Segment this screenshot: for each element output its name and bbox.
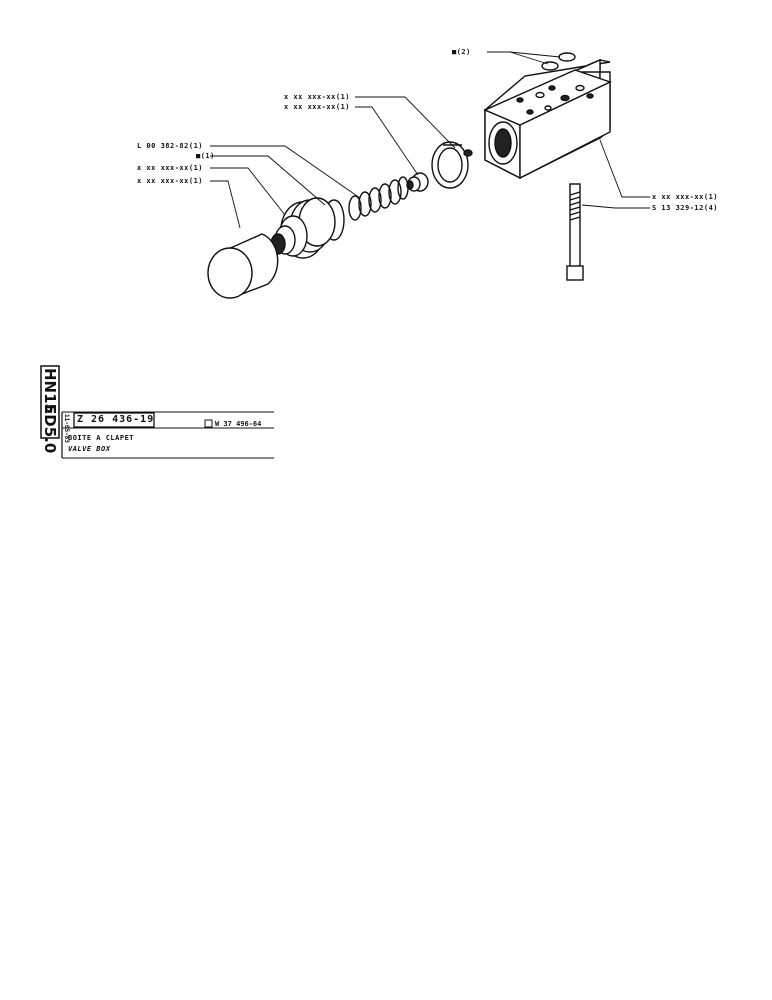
callout-spring: L 00 382-82(1)	[137, 142, 204, 150]
reference-number: W 37 496-64	[215, 420, 262, 428]
callout-part-c: x xx xxx-xx(1)	[137, 164, 204, 172]
callout-seal: ■(1)	[196, 152, 215, 160]
spring	[348, 176, 409, 221]
callout-body: x xx xxx-xx(1)	[652, 193, 719, 201]
callout-part-d: x xx xxx-xx(1)	[137, 177, 204, 185]
valve-cup	[431, 141, 473, 189]
end-cap	[207, 233, 279, 299]
callout-part-a: x xx xxx-xx(1)	[284, 93, 351, 101]
description-english: VALVE BOX	[68, 445, 111, 453]
section-code: ED5.0	[41, 404, 59, 454]
callout-o-rings: ■(2)	[452, 48, 471, 56]
leader-lines	[210, 51, 650, 229]
callout-part-b: x xx xxx-xx(1)	[284, 103, 351, 111]
valve-piston-assembly	[270, 197, 336, 259]
part-number: Z 26 436-19	[77, 414, 155, 425]
cap-bolt	[566, 183, 584, 281]
valve-body-block	[483, 58, 612, 180]
description-french: BOITE A CLAPET	[68, 434, 135, 442]
small-piston	[406, 172, 429, 192]
callout-bolt: S 13 329-12(4)	[652, 204, 719, 212]
title-block-frame	[40, 365, 274, 459]
